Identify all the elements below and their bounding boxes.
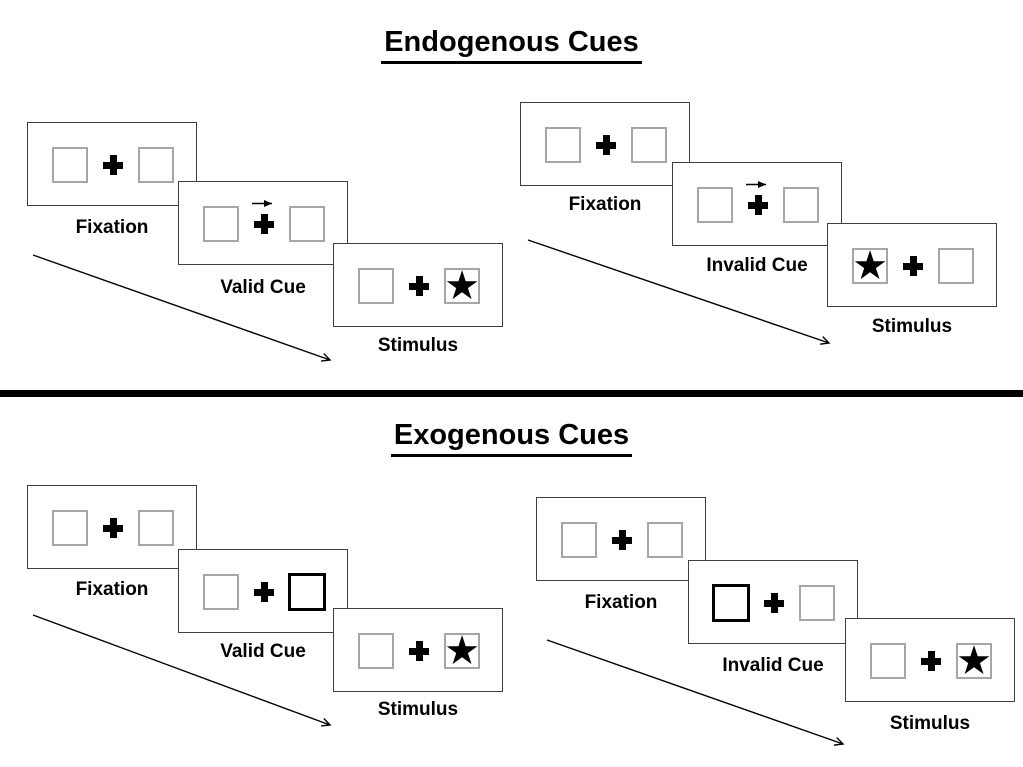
cue-arrow-right-icon <box>252 200 272 207</box>
right-target-box: ★ <box>444 264 480 308</box>
section-title-text: Exogenous Cues <box>390 419 633 457</box>
panel-label-valid-cue: Valid Cue <box>220 277 306 298</box>
fixation-cross-icon <box>103 518 123 538</box>
panel-endogenous-invalid-stimulus: ★ <box>827 223 997 307</box>
left-placeholder-box <box>52 510 88 546</box>
left-placeholder-box <box>697 187 733 223</box>
fixation-cross-icon <box>764 593 784 613</box>
panel-endogenous-invalid-cue <box>672 162 842 246</box>
section-divider <box>0 390 1023 397</box>
section-title-text: Endogenous Cues <box>381 26 642 64</box>
fixation-cross-icon <box>409 276 429 296</box>
left-placeholder-box <box>203 206 239 242</box>
panel-label-stimulus: Stimulus <box>377 335 459 356</box>
left-placeholder-box <box>358 633 394 669</box>
panel-exogenous-valid-stimulus: ★ <box>333 608 503 692</box>
sequence-arrow-icon <box>527 239 831 345</box>
right-target-box: ★ <box>444 629 480 673</box>
fixation-cross-icon <box>254 582 274 602</box>
panel-endogenous-valid-fixation <box>27 122 197 206</box>
fixation-cross-icon <box>596 135 616 155</box>
fixation-cross-icon <box>903 256 923 276</box>
right-placeholder-box <box>138 147 174 183</box>
right-placeholder-box <box>289 206 325 242</box>
panel-endogenous-valid-cue <box>178 181 348 265</box>
right-target-box: ★ <box>956 639 992 683</box>
panel-label-valid-cue: Valid Cue <box>220 641 306 662</box>
left-highlighted-cue-box <box>712 584 750 622</box>
fixation-cross-icon <box>254 214 274 234</box>
sequence-arrow-icon <box>32 254 332 362</box>
panel-exogenous-invalid-cue <box>688 560 858 644</box>
star-icon: ★ <box>956 639 992 683</box>
panel-label-stimulus: Stimulus <box>377 699 459 720</box>
panel-label-invalid-cue: Invalid Cue <box>722 655 824 676</box>
section-title-endogenous: Endogenous Cues <box>0 26 1023 64</box>
star-icon: ★ <box>444 629 480 673</box>
left-placeholder-box <box>358 268 394 304</box>
left-placeholder-box <box>561 522 597 558</box>
panel-exogenous-valid-fixation <box>27 485 197 569</box>
panel-endogenous-valid-stimulus: ★ <box>333 243 503 327</box>
sequence-arrow-icon <box>546 639 845 746</box>
panel-label-fixation: Fixation <box>584 592 658 613</box>
right-placeholder-box <box>138 510 174 546</box>
panel-label-invalid-cue: Invalid Cue <box>706 255 808 276</box>
panel-exogenous-invalid-stimulus: ★ <box>845 618 1015 702</box>
fixation-cross-icon <box>103 155 123 175</box>
panel-exogenous-valid-cue <box>178 549 348 633</box>
right-placeholder-box <box>799 585 835 621</box>
panel-label-fixation: Fixation <box>75 217 149 238</box>
right-placeholder-box <box>631 127 667 163</box>
fixation-cross-icon <box>921 651 941 671</box>
left-target-box: ★ <box>852 244 888 288</box>
panel-label-fixation: Fixation <box>568 194 642 215</box>
sequence-arrow-icon <box>32 614 332 727</box>
cue-arrow-right-icon <box>746 181 766 188</box>
panel-label-stimulus: Stimulus <box>889 713 971 734</box>
fixation-cross-icon <box>409 641 429 661</box>
right-highlighted-cue-box <box>288 573 326 611</box>
panel-label-fixation: Fixation <box>75 579 149 600</box>
left-placeholder-box <box>52 147 88 183</box>
right-placeholder-box <box>783 187 819 223</box>
panel-exogenous-invalid-fixation <box>536 497 706 581</box>
panel-label-stimulus: Stimulus <box>871 316 953 337</box>
right-placeholder-box <box>647 522 683 558</box>
right-placeholder-box <box>938 248 974 284</box>
left-placeholder-box <box>545 127 581 163</box>
left-placeholder-box <box>203 574 239 610</box>
fixation-cross-icon <box>748 195 768 215</box>
left-placeholder-box <box>870 643 906 679</box>
star-icon: ★ <box>852 244 888 288</box>
fixation-cross-icon <box>612 530 632 550</box>
panel-endogenous-invalid-fixation <box>520 102 690 186</box>
section-title-exogenous: Exogenous Cues <box>0 419 1023 457</box>
star-icon: ★ <box>444 264 480 308</box>
